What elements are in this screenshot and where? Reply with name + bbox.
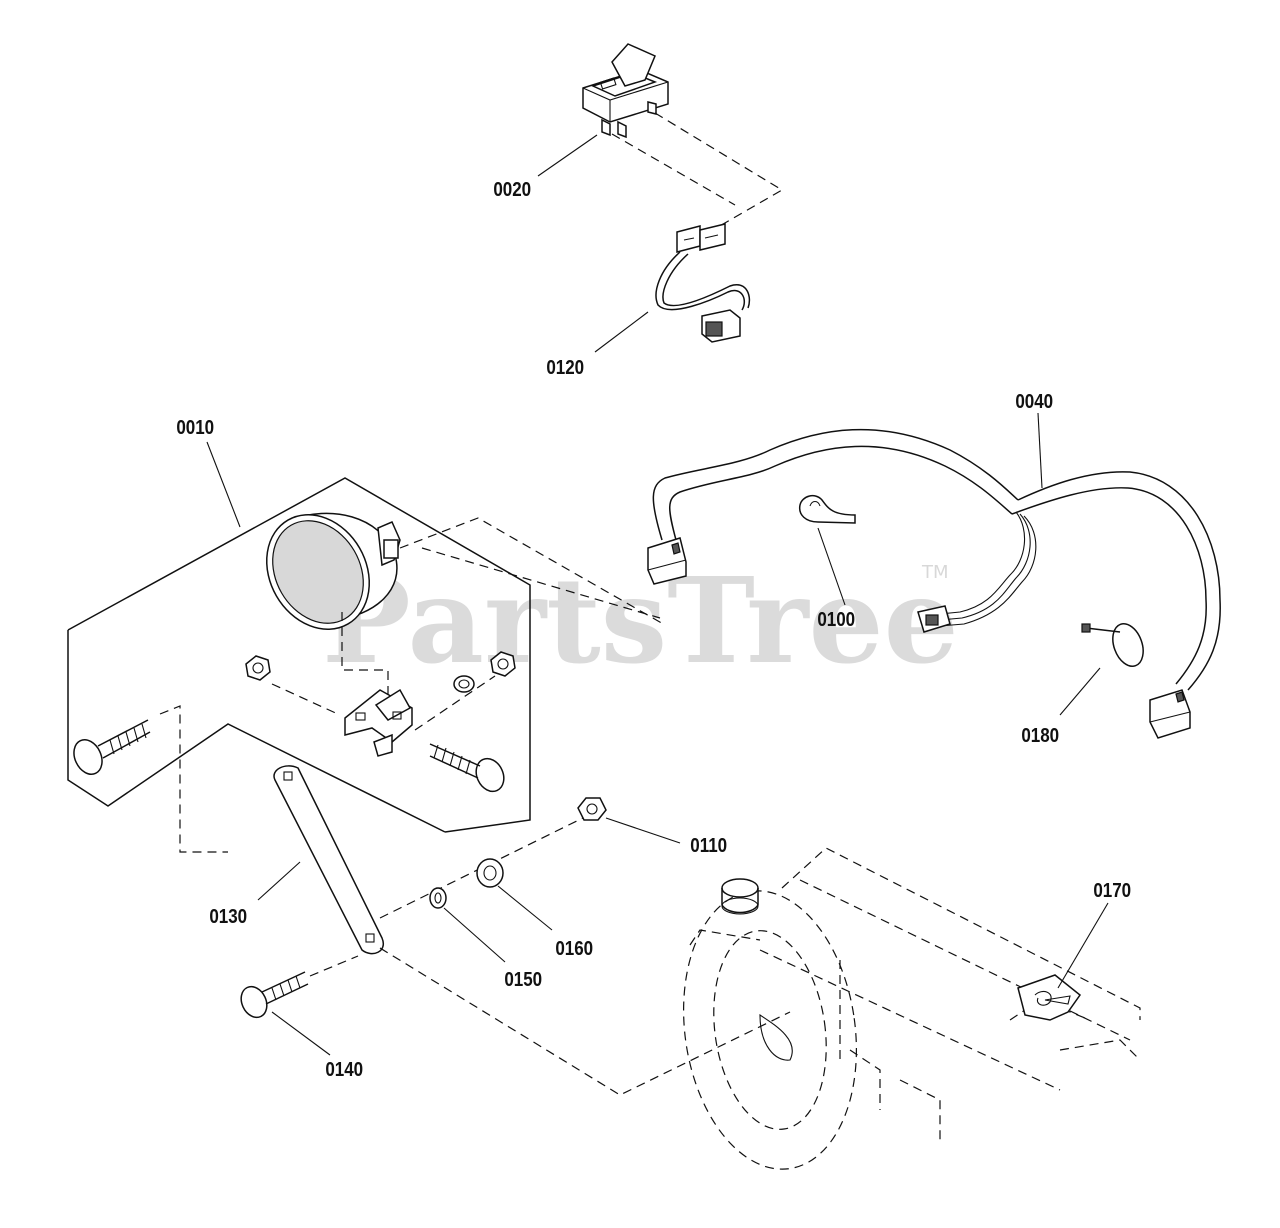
callout-0160: 0160 [555, 937, 593, 960]
leader-0110 [605, 817, 681, 844]
leader-0120 [594, 311, 649, 353]
leader-0170 [1057, 902, 1109, 989]
flat-washer-part[interactable] [476, 858, 504, 888]
callout-0130: 0130 [209, 905, 247, 928]
callout-0180: 0180 [1021, 724, 1059, 747]
callout-0040: 0040 [1015, 390, 1053, 413]
headlight-kit-outline [67, 477, 531, 833]
headlight-bracket-part[interactable] [344, 688, 413, 757]
callout-0150: 0150 [504, 968, 542, 991]
callout-0110: 0110 [690, 834, 727, 857]
watermark: PartsTree TM [322, 551, 959, 690]
carriage-bolt-left[interactable] [69, 719, 151, 779]
callout-0010: 0010 [176, 416, 214, 439]
callout-0120: 0120 [546, 356, 584, 379]
jumper-harness-part[interactable] [655, 223, 751, 343]
decal-part[interactable] [1017, 974, 1082, 1021]
leader-0040 [1037, 412, 1043, 489]
callout-0100: 0100 [817, 608, 855, 631]
carriage-bolt-part[interactable] [236, 971, 309, 1022]
mounting-bracket-bar[interactable] [273, 765, 385, 955]
hex-nut-right[interactable] [490, 651, 516, 677]
callout-0140: 0140 [325, 1058, 363, 1081]
headlight-part[interactable] [246, 496, 401, 648]
carriage-bolt-right[interactable] [429, 743, 509, 796]
steering-post-reference [721, 878, 793, 1061]
leader-0020 [537, 134, 598, 177]
leader-0140 [271, 1011, 331, 1056]
leader-0160 [497, 885, 553, 931]
rocker-switch-part[interactable] [582, 43, 669, 139]
hex-nut-left[interactable] [245, 655, 271, 681]
leader-0150 [443, 907, 506, 963]
leader-0100 [817, 527, 846, 606]
callout-0020: 0020 [493, 178, 531, 201]
lock-washer-part[interactable] [429, 887, 447, 909]
leader-0180 [1059, 667, 1101, 716]
lock-washer-kit[interactable] [453, 675, 475, 693]
leader-0130 [257, 861, 301, 901]
leader-0010 [206, 441, 241, 528]
wire-harness-part[interactable] [647, 428, 1221, 739]
flange-nut-part[interactable] [577, 797, 607, 821]
callout-0170: 0170 [1093, 879, 1131, 902]
watermark-text: PartsTree [322, 551, 959, 690]
cable-tie-part[interactable] [1081, 620, 1149, 671]
watermark-trademark: TM [921, 562, 949, 583]
wire-clip-part[interactable] [798, 494, 856, 524]
